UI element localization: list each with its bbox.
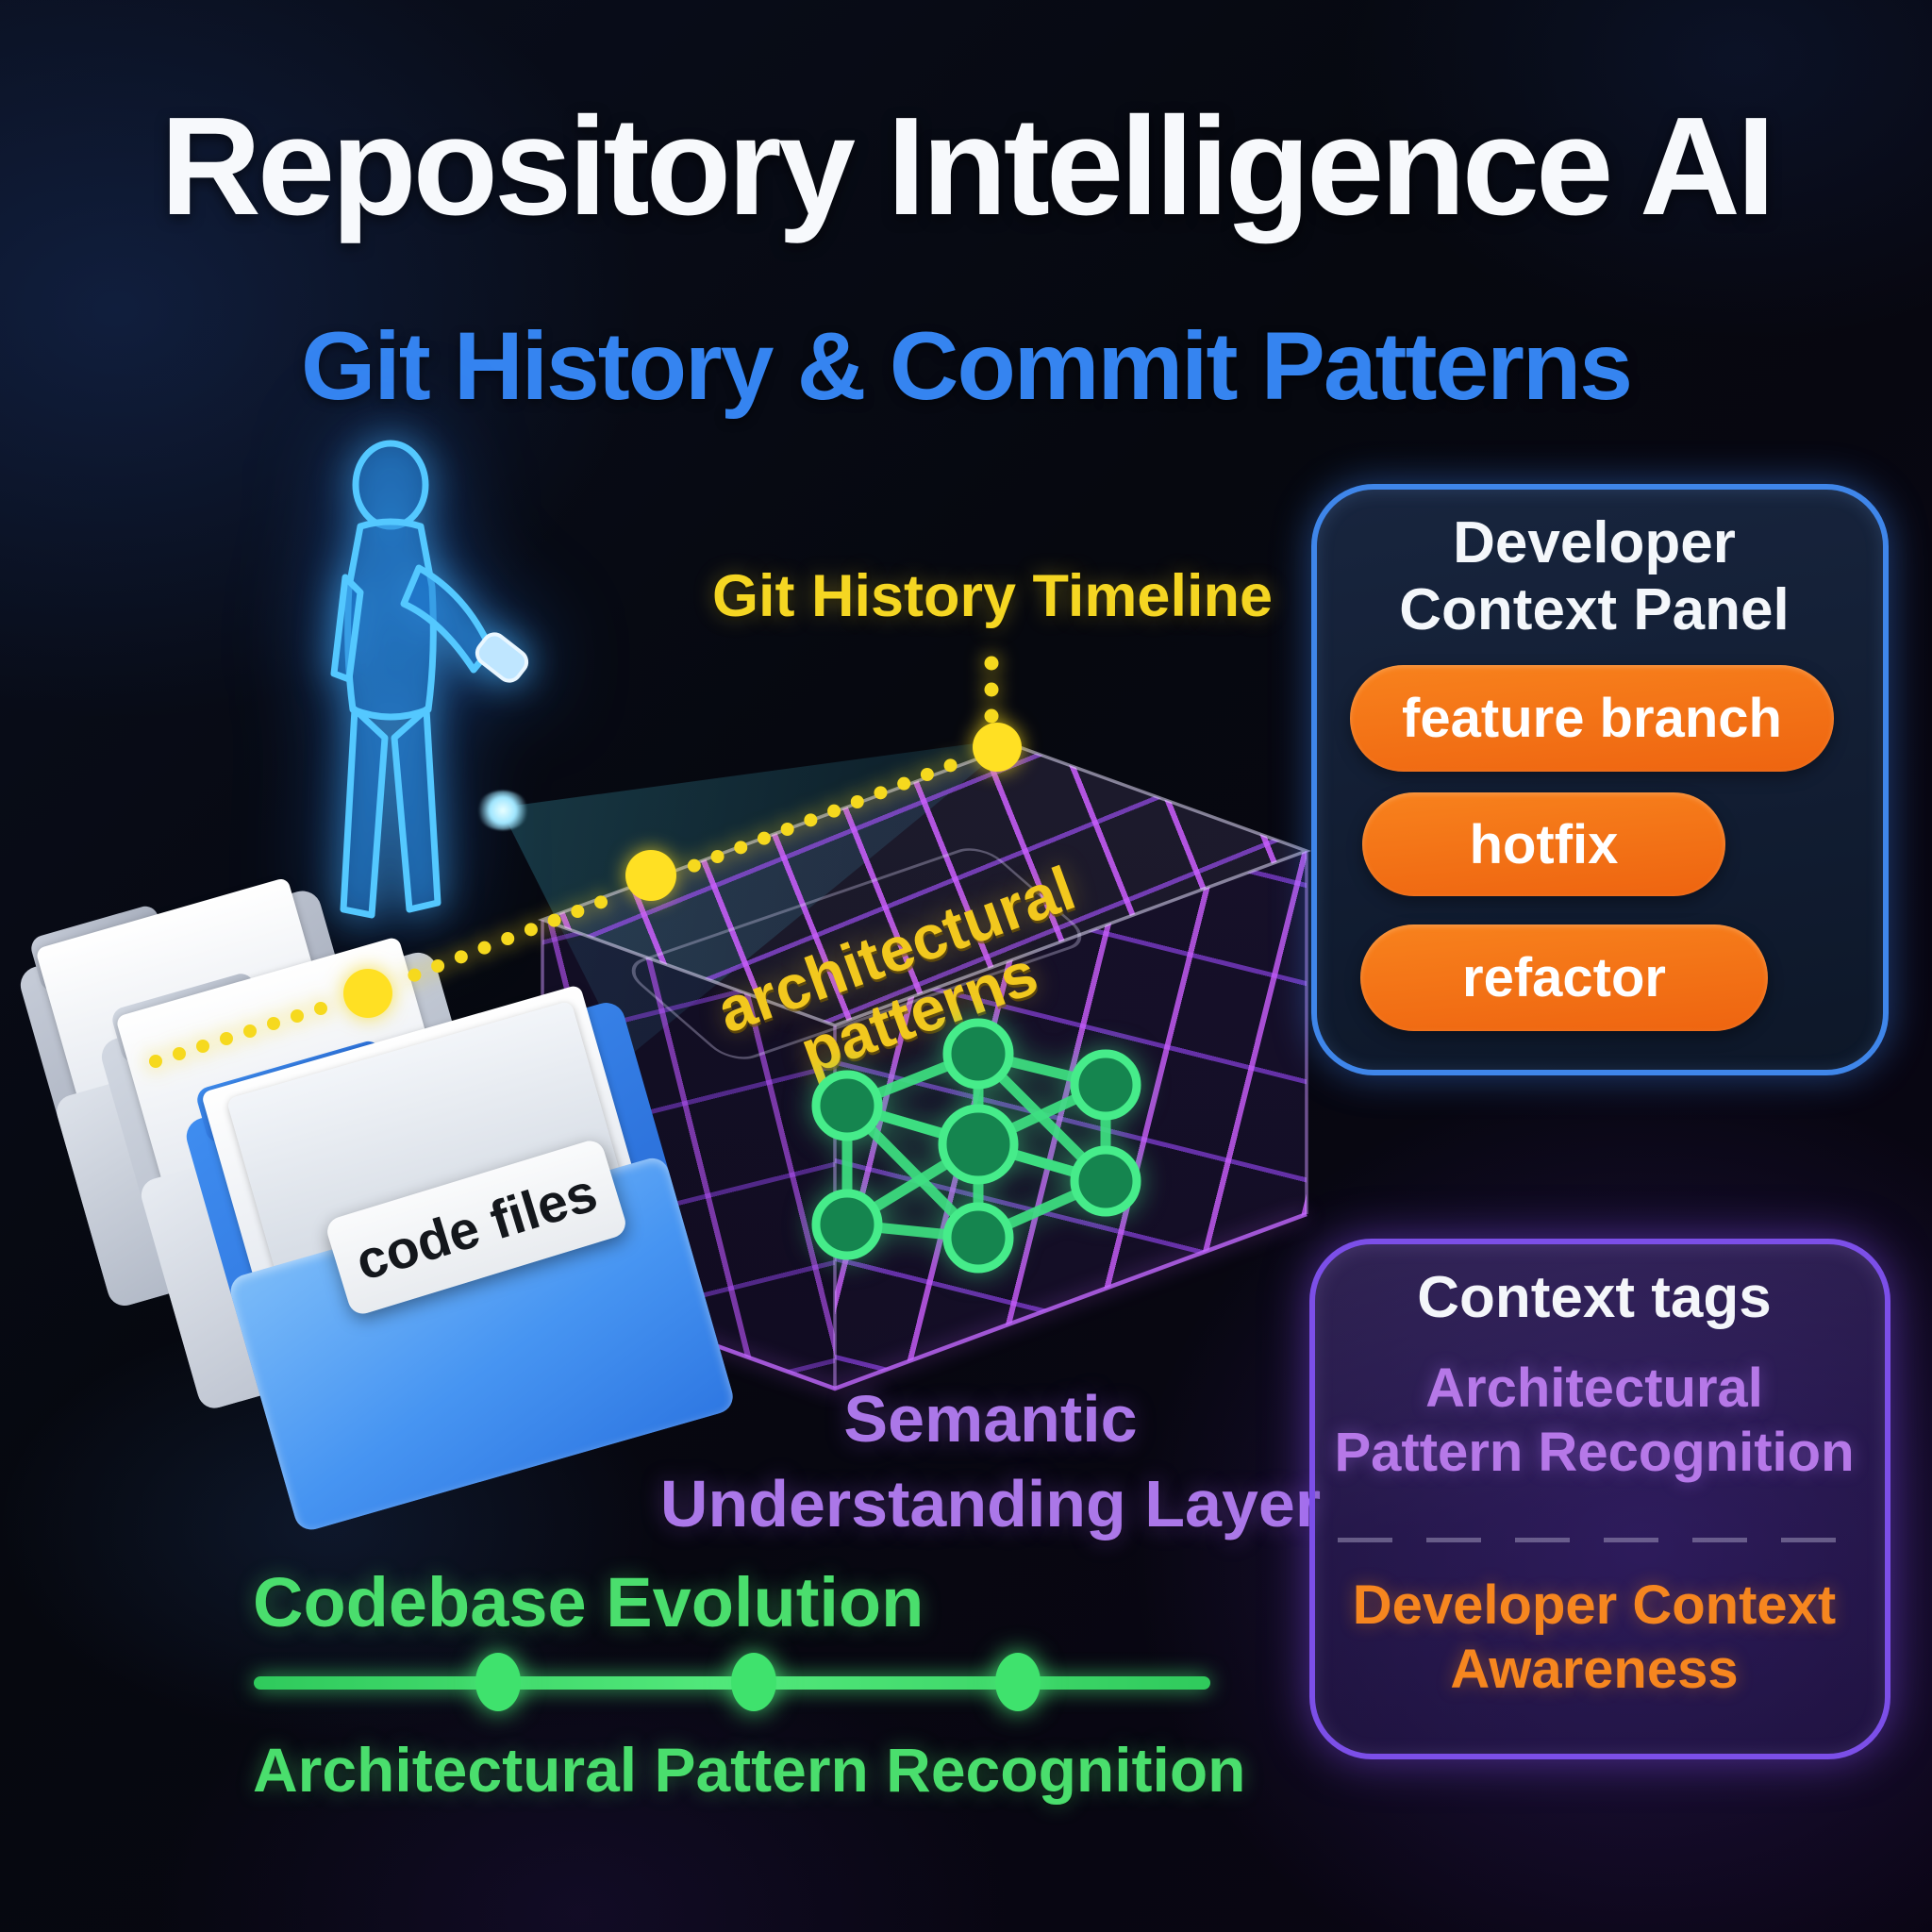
evolution-title: Codebase Evolution [253, 1563, 924, 1641]
evolution-caption: Architectural Pattern Recognition [253, 1735, 1246, 1805]
context-divider [1338, 1538, 1858, 1542]
tag-hotfix: hotfix [1362, 792, 1725, 896]
context-item-architectural: Architectural Pattern Recognition [1334, 1357, 1855, 1484]
tag-refactor: refactor [1360, 924, 1768, 1031]
tag-label: refactor [1462, 947, 1666, 1008]
context-tags-panel [1309, 1239, 1890, 1759]
tag-label: hotfix [1469, 813, 1619, 875]
tag-label: feature branch [1402, 688, 1782, 749]
flashlight-icon [475, 632, 529, 683]
evolution-dot [475, 1653, 521, 1711]
developer-panel-title: Developer Context Panel [1399, 510, 1790, 643]
flashlight-glow [476, 791, 529, 830]
git-history-timeline-label: Git History Timeline [712, 563, 1273, 629]
semantic-layer-label: Semantic Understanding Layer [659, 1382, 1322, 1541]
context-item-developer: Developer Context Awareness [1352, 1574, 1837, 1701]
evolution-dot [995, 1653, 1041, 1711]
developer-silhouette-icon [330, 440, 529, 919]
evolution-dot [731, 1653, 776, 1711]
context-tags-title: Context tags [1417, 1265, 1772, 1330]
tag-feature-branch: feature branch [1350, 665, 1834, 772]
page-title: Repository Intelligence AI [160, 89, 1775, 244]
page-subtitle: Git History & Commit Patterns [301, 312, 1633, 420]
